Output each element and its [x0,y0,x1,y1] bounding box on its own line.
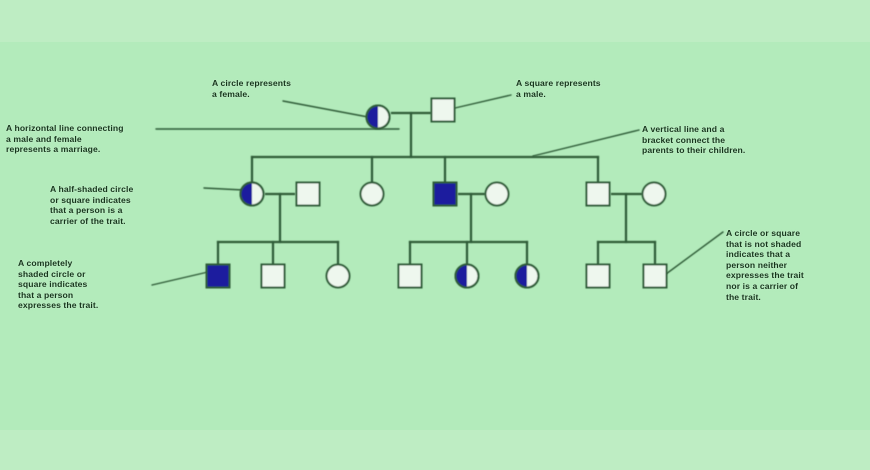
square-symbol [260,263,286,289]
annotation-marriage-line: A horizontal line connecting a male and … [6,123,124,155]
annotation-circle-female: A circle represents a female. [212,78,291,99]
leader-carrier [203,187,244,191]
circle-symbol [641,181,667,207]
square-symbol [642,263,668,289]
pedigree-symbol-female-none [359,181,385,207]
leader-square-male [454,94,512,109]
pedigree-symbol-male-none [642,263,668,289]
circle-outline [514,263,540,289]
circle-outline [365,104,391,130]
square-symbol [397,263,423,289]
square-symbol [430,97,456,123]
leader-unaffected [665,231,724,275]
pedigree-symbol-female-half [454,263,480,289]
square-symbol [432,181,458,207]
circle-symbol [325,263,351,289]
pedigree-symbol-male-none [295,181,321,207]
pedigree-symbol-female-none [325,263,351,289]
square-symbol [295,181,321,207]
pedigree-symbol-male-full [432,181,458,207]
circle-symbol [359,181,385,207]
square-symbol [205,263,231,289]
pedigree-symbol-female-half [514,263,540,289]
circle-half-shading [455,264,467,288]
annotation-fully-shaded-affected: A completely shaded circle or square ind… [18,258,99,311]
annotation-unshaded-unaffected: A circle or square that is not shaded in… [726,228,804,302]
pedigree-symbol-female-half [365,104,391,130]
circle-outline [239,181,265,207]
connector-lines [216,111,657,272]
pedigree-symbol-female-half [239,181,265,207]
pedigree-symbol-male-none [585,263,611,289]
leader-affected [151,271,209,286]
pedigree-symbol-male-none [260,263,286,289]
leader-circle-female [282,100,369,118]
square-symbol [585,181,611,207]
pedigree-symbol-female-none [484,181,510,207]
circle-outline [454,263,480,289]
pedigree-symbols [205,97,668,289]
circle-half-shading [366,105,378,129]
pedigree-symbol-male-none [430,97,456,123]
circle-half-shading [240,182,252,206]
pedigree-symbol-male-full [205,263,231,289]
circle-symbol [484,181,510,207]
annotation-half-shaded-carrier: A half-shaded circle or square indicates… [50,184,134,226]
leader-lines [151,94,724,286]
circle-half-shading [515,264,527,288]
square-symbol [585,263,611,289]
pedigree-symbol-male-none [585,181,611,207]
pedigree-symbol-female-none [641,181,667,207]
leader-bracket [532,129,640,157]
annotation-vertical-bracket: A vertical line and a bracket connect th… [642,124,746,156]
annotation-square-male: A square represents a male. [516,78,601,99]
pedigree-symbol-male-none [397,263,423,289]
